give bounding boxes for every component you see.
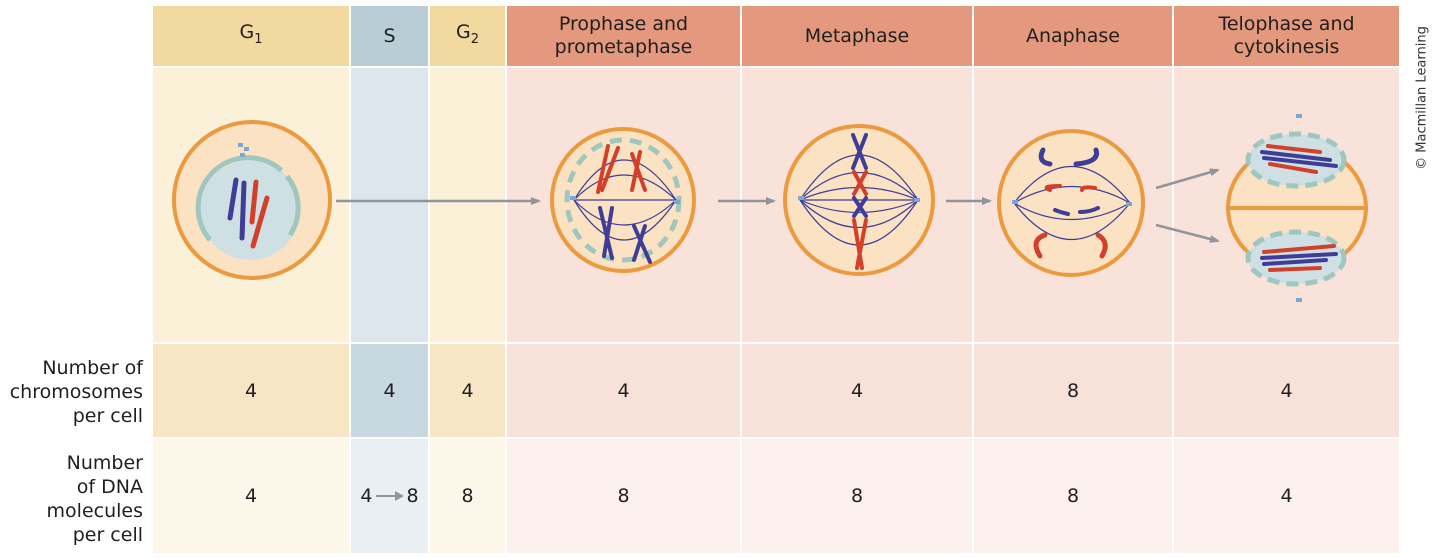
metaphase-cell [785,126,933,274]
telophase-cell-top [1228,114,1366,208]
anaphase-cell [999,131,1143,275]
telophase-cell-bottom [1228,208,1366,302]
arrow-anaphase-to-daughter-bottom [1156,225,1218,241]
g1-cell [174,122,330,278]
prophase-cell [552,129,694,271]
arrow-anaphase-to-daughter-top [1156,170,1218,188]
